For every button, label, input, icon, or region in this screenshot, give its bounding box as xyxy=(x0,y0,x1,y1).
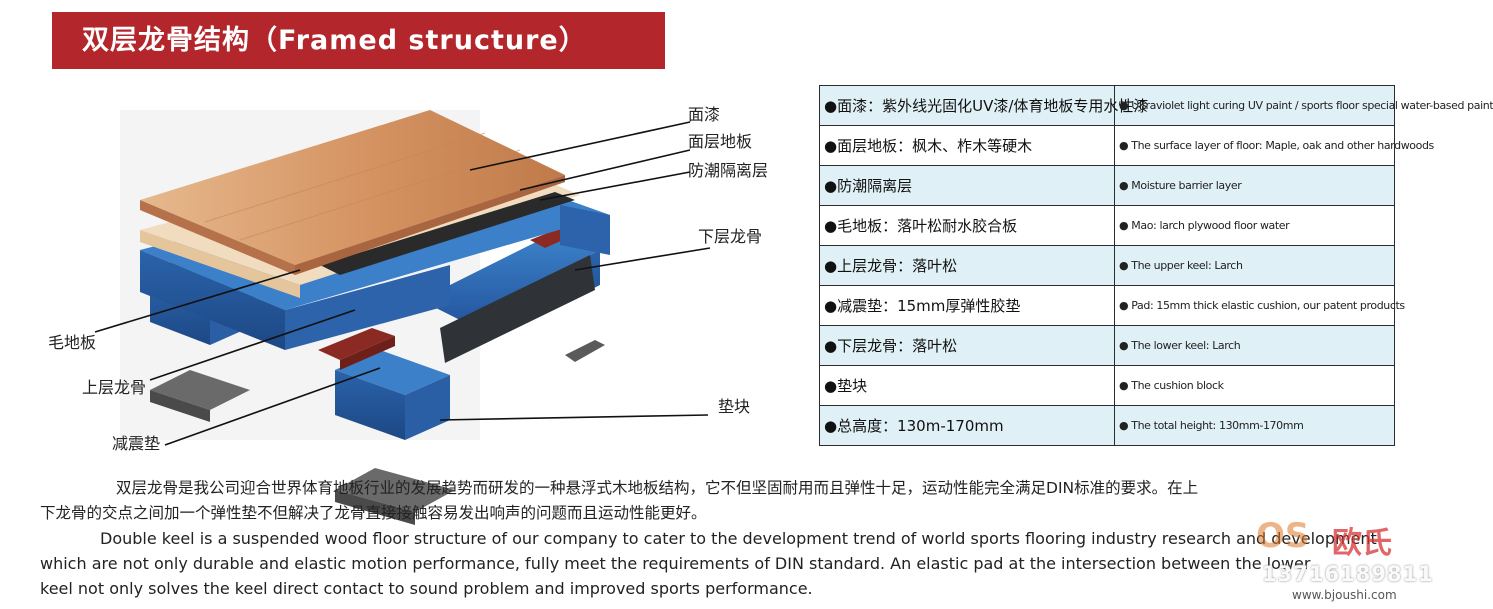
upper-keel-right xyxy=(560,205,610,255)
spec-en: ● The surface layer of floor: Maple, oak… xyxy=(1114,125,1434,166)
spec-cn: ●防潮隔离层 xyxy=(819,165,1115,206)
desc-cn-line-2: 下龙骨的交点之间加一个弹性垫不但解决了龙骨直接接触容易发出响声的问题而且运动性能… xyxy=(40,504,707,522)
table-row: ●毛地板：落叶松耐水胶合板 ● Mao: larch plywood floor… xyxy=(819,205,1395,246)
spec-cn: ●面漆：紫外线光固化UV漆/体育地板专用水性漆 xyxy=(819,85,1148,126)
description: 双层龙骨是我公司迎合世界体育地板行业的发展趋势而研发的一种悬浮式木地板结构，它不… xyxy=(40,476,1418,601)
spec-en: ● The upper keel: Larch xyxy=(1114,245,1395,286)
spec-cn: ●下层龙骨：落叶松 xyxy=(819,325,1115,366)
moisture-barrier xyxy=(320,192,575,275)
cushion-block-left xyxy=(150,370,250,422)
lower-keel-front xyxy=(335,350,450,440)
spec-en: ● Pad: 15mm thick elastic cushion, our p… xyxy=(1114,285,1405,326)
leader-lines xyxy=(94,121,711,446)
watermark-logo: OS xyxy=(1256,516,1310,556)
spec-cn: ●总高度：130m-170mm xyxy=(819,405,1115,446)
table-row: ●防潮隔离层 ● Moisture barrier layer xyxy=(819,165,1395,206)
table-row: ●面层地板：枫木、柞木等硬木 ● The surface layer of fl… xyxy=(819,125,1434,166)
label-subfloor: 毛地板 xyxy=(48,333,96,352)
spec-cn: ●毛地板：落叶松耐水胶合板 xyxy=(819,205,1115,246)
label-upper-keel: 上层龙骨 xyxy=(82,378,146,397)
cushion-block-right xyxy=(565,340,605,362)
table-row: ●减震垫：15mm厚弹性胶垫 ● Pad: 15mm thick elastic… xyxy=(819,285,1405,326)
surface-floor-top xyxy=(140,110,565,275)
label-moisture: 防潮隔离层 xyxy=(688,161,768,180)
table-row: ●垫块 ● The cushion block xyxy=(819,365,1395,406)
spec-en: ● Ultraviolet light curing UV paint / sp… xyxy=(1114,85,1493,126)
spec-table: ●面漆：紫外线光固化UV漆/体育地板专用水性漆 ● Ultraviolet li… xyxy=(819,85,1493,446)
desc-cn-line-1: 双层龙骨是我公司迎合世界体育地板行业的发展趋势而研发的一种悬浮式木地板结构，它不… xyxy=(116,479,1199,497)
label-surface: 面层地板 xyxy=(688,132,752,151)
label-block: 垫块 xyxy=(718,397,750,416)
section-title: 双层龙骨结构（Framed structure） xyxy=(82,25,587,56)
spec-cn: ●上层龙骨：落叶松 xyxy=(819,245,1115,286)
lower-keel-back xyxy=(420,230,600,363)
spec-en: ● The cushion block xyxy=(1114,365,1395,406)
label-finish: 面漆 xyxy=(688,105,720,124)
table-row: ●面漆：紫外线光固化UV漆/体育地板专用水性漆 ● Ultraviolet li… xyxy=(819,85,1493,126)
spec-en: ● Moisture barrier layer xyxy=(1114,165,1395,206)
spec-cn: ●减震垫：15mm厚弹性胶垫 xyxy=(819,285,1115,326)
table-row: ●总高度：130m-170mm ● The total height: 130m… xyxy=(819,405,1395,446)
spec-en: ● The lower keel: Larch xyxy=(1114,325,1395,366)
cushion-block-front xyxy=(335,468,455,525)
section-title-banner: 双层龙骨结构（Framed structure） xyxy=(52,12,665,69)
label-lower-keel: 下层龙骨 xyxy=(698,227,762,246)
table-row: ●下层龙骨：落叶松 ● The lower keel: Larch xyxy=(819,325,1395,366)
watermark-brand: 欧氏 xyxy=(1332,526,1392,561)
label-pad: 减震垫 xyxy=(112,434,160,453)
desc-en-line-1: Double keel is a suspended wood floor st… xyxy=(100,529,1377,548)
desc-en-line-3: keel not only solves the keel direct con… xyxy=(40,579,813,598)
spec-en: ● The total height: 130mm-170mm xyxy=(1114,405,1395,446)
watermark-url: www.bjoushi.com xyxy=(1292,588,1397,602)
desc-en-line-2: which are not only durable and elastic m… xyxy=(40,554,1311,573)
watermark: OS 欧氏 13716189811 www.bjoushi.com xyxy=(1252,512,1433,607)
keel-structure-diagram: 面漆 面层地板 防潮隔离层 下层龙骨 毛地板 上层龙骨 减震垫 垫块 xyxy=(48,105,768,525)
spec-en: ● Mao: larch plywood floor water xyxy=(1114,205,1395,246)
spec-cn: ●垫块 xyxy=(819,365,1115,406)
table-row: ●上层龙骨：落叶松 ● The upper keel: Larch xyxy=(819,245,1395,286)
spec-cn: ●面层地板：枫木、柞木等硬木 xyxy=(819,125,1115,166)
watermark-phone: 13716189811 xyxy=(1262,562,1434,586)
